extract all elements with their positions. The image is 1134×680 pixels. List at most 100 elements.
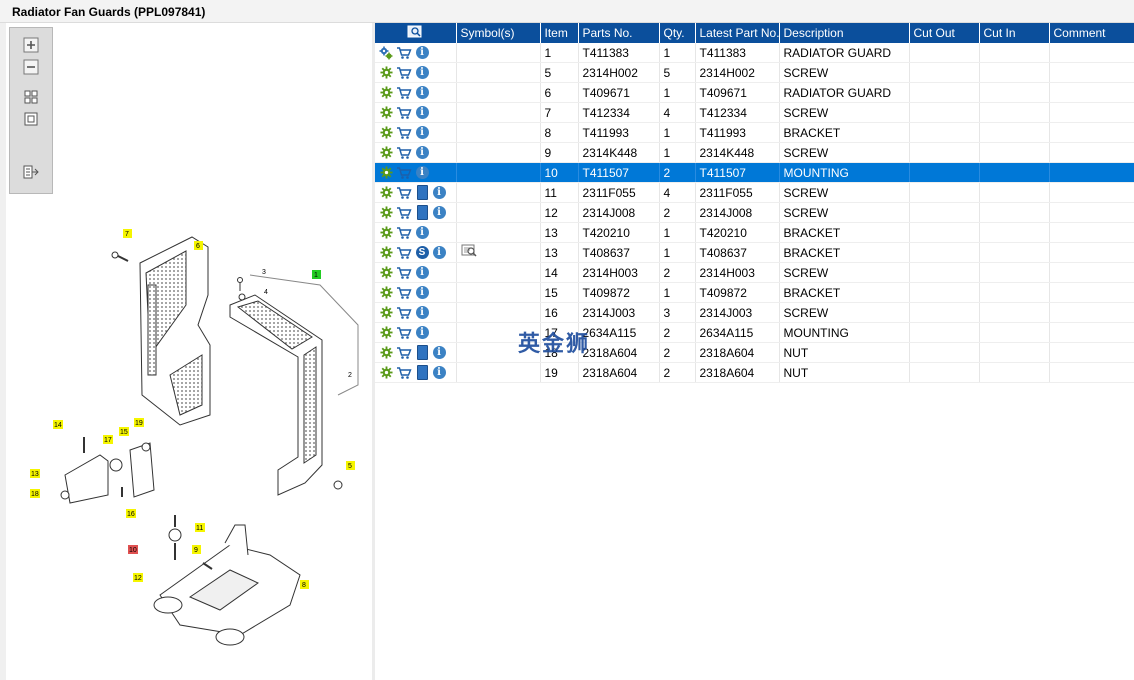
add-to-cart-icon[interactable]: [396, 326, 412, 340]
part-cog-icon[interactable]: [379, 186, 393, 200]
column-header-symbols[interactable]: Symbol(s): [456, 23, 541, 43]
callout-11[interactable]: 11: [195, 523, 205, 532]
info-icon[interactable]: i: [415, 46, 429, 60]
info-icon[interactable]: i: [432, 366, 446, 380]
info-icon[interactable]: i: [432, 246, 446, 260]
info-icon[interactable]: i: [415, 266, 429, 280]
callout-1[interactable]: 1: [312, 270, 321, 279]
info-icon[interactable]: i: [415, 86, 429, 100]
zoom-out-icon[interactable]: [21, 58, 41, 76]
add-to-cart-icon[interactable]: [396, 146, 412, 160]
callout-10[interactable]: 10: [128, 545, 138, 554]
info-icon[interactable]: i: [415, 326, 429, 340]
zoom-in-icon[interactable]: [21, 36, 41, 54]
callout-18[interactable]: 18: [30, 489, 40, 498]
callout-15[interactable]: 15: [119, 427, 129, 436]
fit-all-icon[interactable]: [21, 88, 41, 106]
part-cog-icon[interactable]: [379, 306, 393, 320]
info-icon[interactable]: i: [415, 106, 429, 120]
column-header-qty[interactable]: Qty.: [659, 23, 696, 43]
callout-6[interactable]: 6: [194, 241, 203, 250]
part-cog-icon[interactable]: [379, 126, 393, 140]
documentation-book-icon[interactable]: [415, 365, 429, 380]
export-icon[interactable]: [21, 163, 41, 181]
callout-3[interactable]: 3: [262, 269, 266, 276]
part-cog-icon[interactable]: [379, 206, 393, 220]
info-icon[interactable]: i: [415, 146, 429, 160]
part-cog-icon[interactable]: [379, 366, 393, 380]
column-header-latest-part-no[interactable]: Latest Part No.: [695, 23, 780, 43]
callout-5[interactable]: 5: [346, 461, 355, 470]
view-picture-icon[interactable]: [461, 244, 477, 258]
callout-2[interactable]: 2: [348, 372, 352, 379]
callout-7[interactable]: 7: [123, 229, 132, 238]
info-icon[interactable]: i: [415, 166, 429, 180]
documentation-book-icon[interactable]: [415, 185, 429, 200]
callout-14[interactable]: 14: [53, 420, 63, 429]
callout-9[interactable]: 9: [192, 545, 201, 554]
info-icon[interactable]: i: [432, 186, 446, 200]
part-cog-icon[interactable]: [379, 106, 393, 120]
column-header-view[interactable]: [375, 23, 457, 43]
add-to-cart-icon[interactable]: [396, 366, 412, 380]
supersession-icon[interactable]: S: [415, 246, 429, 260]
add-to-cart-icon[interactable]: [396, 206, 412, 220]
add-to-cart-icon[interactable]: [396, 346, 412, 360]
column-header-description[interactable]: Description: [779, 23, 910, 43]
add-to-cart-icon[interactable]: [396, 306, 412, 320]
part-cog-icon[interactable]: [379, 286, 393, 300]
part-cog-icon[interactable]: [379, 146, 393, 160]
callout-13[interactable]: 13: [30, 469, 40, 478]
callout-4[interactable]: 4: [264, 289, 268, 296]
column-header-item[interactable]: Item: [540, 23, 579, 43]
info-icon[interactable]: i: [415, 306, 429, 320]
column-header-cut-in[interactable]: Cut In: [979, 23, 1050, 43]
info-icon[interactable]: i: [432, 206, 446, 220]
add-to-cart-icon[interactable]: [396, 46, 412, 60]
add-to-cart-icon[interactable]: [396, 106, 412, 120]
part-cog-icon[interactable]: [379, 86, 393, 100]
callout-12[interactable]: 12: [133, 573, 143, 582]
part-cog-icon[interactable]: [379, 326, 393, 340]
add-to-cart-icon[interactable]: [396, 186, 412, 200]
callout-16[interactable]: 16: [126, 509, 136, 518]
add-to-cart-icon[interactable]: [396, 126, 412, 140]
add-to-cart-icon[interactable]: [396, 86, 412, 100]
info-icon[interactable]: i: [415, 226, 429, 240]
part-cog-icon[interactable]: [379, 166, 393, 180]
info-icon[interactable]: i: [415, 286, 429, 300]
callout-17[interactable]: 17: [103, 435, 113, 444]
info-icon[interactable]: i: [432, 346, 446, 360]
info-icon[interactable]: i: [415, 66, 429, 80]
column-header-parts-no[interactable]: Parts No.: [578, 23, 660, 43]
documentation-book-icon[interactable]: [415, 345, 429, 360]
part-cog-icon[interactable]: [379, 246, 393, 260]
add-to-cart-icon[interactable]: [396, 66, 412, 80]
column-header-comment[interactable]: Comment: [1049, 23, 1134, 43]
documentation-book-icon[interactable]: [415, 205, 429, 220]
part-cog-icon[interactable]: [379, 266, 393, 280]
add-to-cart-icon[interactable]: [396, 246, 412, 260]
part-cog-icon[interactable]: [379, 66, 393, 80]
info-icon[interactable]: i: [415, 126, 429, 140]
part-cog-icon[interactable]: [379, 226, 393, 240]
actual-size-icon[interactable]: [21, 110, 41, 128]
add-to-cart-icon[interactable]: [396, 226, 412, 240]
callout-19[interactable]: 19: [134, 418, 144, 427]
splitter[interactable]: [372, 23, 375, 680]
